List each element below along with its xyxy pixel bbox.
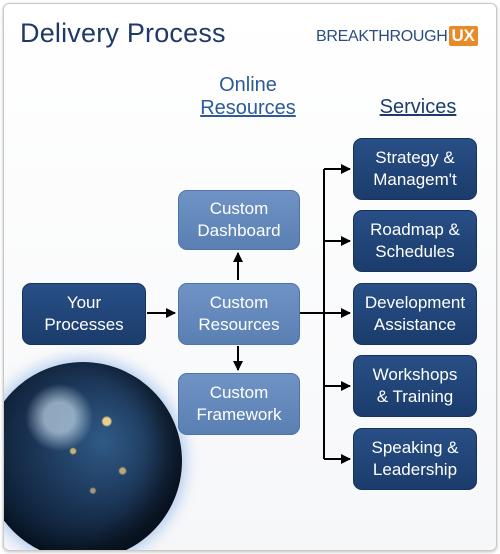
service-speaking-box: Speaking & Leadership xyxy=(353,428,477,490)
your-processes-label: Your Processes xyxy=(44,293,124,334)
service-development-box: Development Assistance xyxy=(353,283,477,345)
online-resources-header-line1: Online xyxy=(219,74,277,96)
custom-dashboard-label: Custom Dashboard xyxy=(197,199,281,240)
custom-dashboard-box: Custom Dashboard xyxy=(178,190,300,250)
service-development-label: Development Assistance xyxy=(364,293,466,334)
earth-globe-image xyxy=(4,362,182,550)
online-resources-header-line2: Resources xyxy=(200,97,296,119)
custom-resources-label: Custom Resources xyxy=(198,293,280,334)
services-header: Services xyxy=(379,96,457,118)
service-strategy-label: Strategy & Managem't xyxy=(373,148,457,189)
slide-title: Delivery Process xyxy=(20,18,226,48)
online-resources-header: Online Resources xyxy=(188,74,308,120)
your-processes-box: Your Processes xyxy=(22,283,146,345)
service-strategy-box: Strategy & Managem't xyxy=(353,138,477,200)
service-speaking-label: Speaking & Leadership xyxy=(371,438,459,479)
custom-framework-box: Custom Framework xyxy=(178,373,300,435)
custom-framework-label: Custom Framework xyxy=(196,383,282,424)
flow-connectors xyxy=(147,164,351,464)
custom-resources-box: Custom Resources xyxy=(178,283,300,345)
service-workshops-box: Workshops & Training xyxy=(353,355,477,417)
logo-ux-mark: UX xyxy=(448,26,478,46)
service-workshops-label: Workshops & Training xyxy=(372,365,458,406)
service-roadmap-label: Roadmap & Schedules xyxy=(370,220,460,261)
logo-brand-text: BREAKTHROUGH xyxy=(316,28,448,45)
service-roadmap-box: Roadmap & Schedules xyxy=(353,210,477,272)
